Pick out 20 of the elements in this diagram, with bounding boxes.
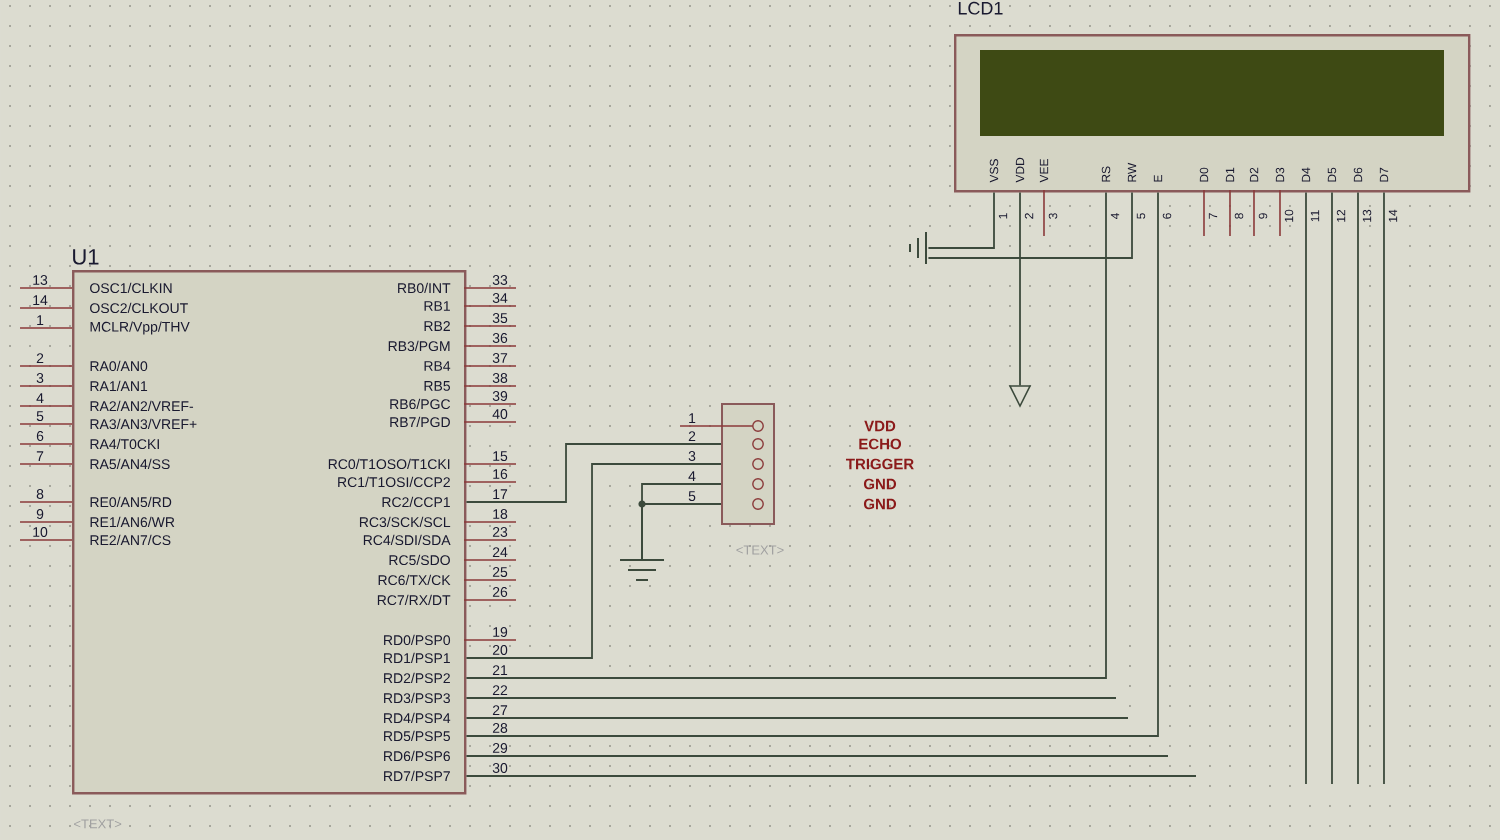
wire — [927, 191, 1133, 259]
wire — [1357, 191, 1359, 785]
wire — [465, 443, 722, 503]
wire — [465, 755, 1169, 757]
wire — [465, 697, 1117, 699]
wire — [465, 463, 722, 659]
wire — [465, 717, 1129, 719]
wire — [1019, 191, 1021, 387]
wire — [927, 191, 995, 249]
wire — [465, 191, 1107, 679]
wire — [1331, 191, 1333, 785]
wire — [465, 775, 1197, 777]
wire — [465, 191, 1159, 737]
wire — [641, 503, 722, 561]
ground-symbol — [909, 231, 927, 265]
wire — [1305, 191, 1307, 785]
part-label: U1 — [73, 249, 99, 265]
part-label: LCD1 — [958, 1, 1003, 15]
wire — [1383, 191, 1385, 785]
ground-symbol — [619, 559, 665, 581]
